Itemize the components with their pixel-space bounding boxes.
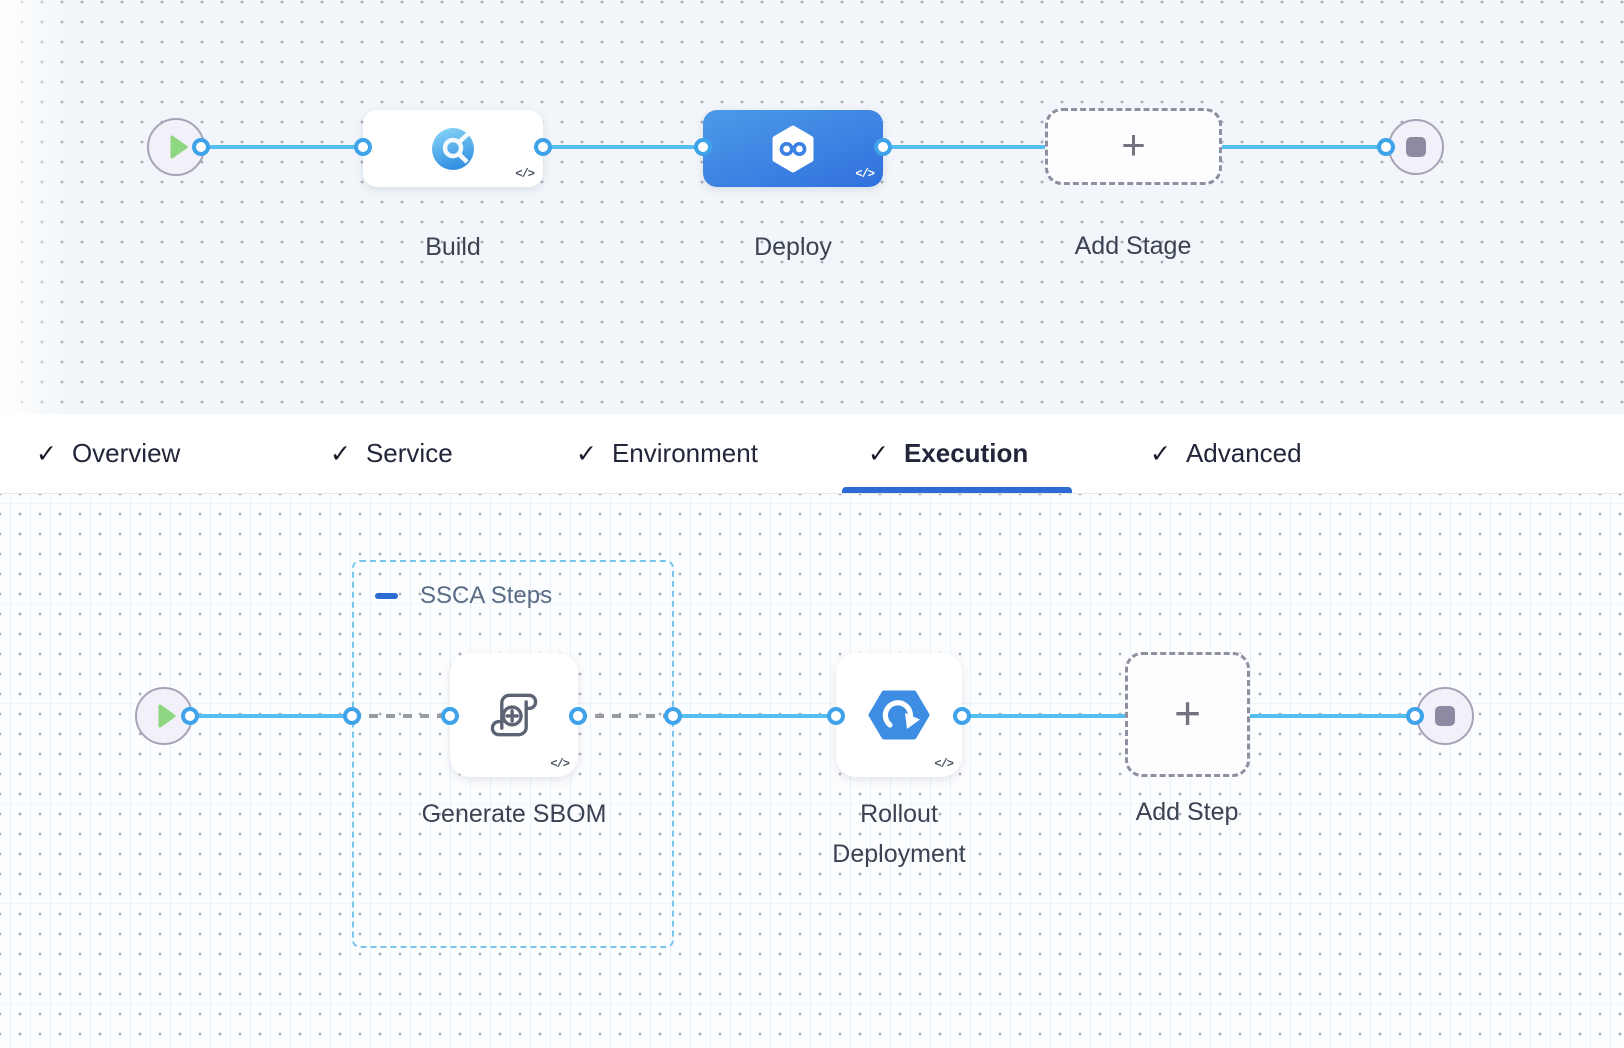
ci-build-stage-icon [432,127,474,170]
tab-overview[interactable]: ✓ Overview [36,438,181,468]
connector-line-dashed [352,714,450,718]
code-view-icon[interactable]: </> [934,757,954,771]
play-icon [158,704,175,728]
step-label-generate-sbom: Generate SBOM [421,800,607,828]
connector-port[interactable] [181,707,199,725]
pipeline-end-node[interactable] [1388,119,1444,175]
connector-line [543,145,703,149]
connector-port[interactable] [1406,707,1424,725]
connector-port[interactable] [827,707,845,725]
connector-port[interactable] [354,138,372,156]
step-card-generate-sbom[interactable]: </> [450,653,578,777]
add-stage-button[interactable]: + [1045,108,1222,185]
active-tab-underline [842,487,1072,493]
connector-port[interactable] [569,707,587,725]
plus-icon: + [1121,120,1146,168]
plus-icon: + [1174,686,1201,739]
tab-advanced[interactable]: ✓ Advanced [1150,438,1302,468]
connector-line [201,145,363,149]
pipeline-start-node[interactable] [147,118,205,176]
connector-port[interactable] [441,707,459,725]
tab-execution[interactable]: ✓ Execution [868,438,1029,468]
stage-label-build: Build [425,233,481,261]
stage-label-add-stage: Add Stage [1074,232,1192,260]
check-icon: ✓ [576,439,597,468]
connector-line [673,714,836,718]
connector-port[interactable] [664,707,682,725]
step-group-ssca[interactable] [352,560,674,948]
step-label-add-step: Add Step [1135,798,1239,826]
add-step-button[interactable]: + [1125,652,1250,777]
code-view-icon[interactable]: </> [550,757,570,771]
connector-port[interactable] [874,138,892,156]
execution-end-node[interactable] [1416,687,1474,745]
connector-port[interactable] [1377,138,1395,156]
step-label-rollout-deployment: Rollout Deployment [832,800,966,868]
stage-card-deploy[interactable]: </> [703,110,883,187]
stage-label-deploy: Deploy [754,233,832,261]
check-icon: ✓ [1150,439,1171,468]
connector-port[interactable] [694,138,712,156]
tab-service[interactable]: ✓ Service [330,438,453,468]
tab-environment[interactable]: ✓ Environment [576,438,758,468]
stage-card-build[interactable]: </> [363,110,543,187]
check-icon: ✓ [868,439,889,468]
connector-port[interactable] [953,707,971,725]
collapse-group-icon[interactable] [375,593,398,599]
stage-settings-tabs: ✓ Overview ✓ Service ✓ Environment ✓ Exe… [0,414,1624,494]
step-card-rollout-deployment[interactable]: </> [836,653,962,777]
stop-icon [1435,706,1455,726]
execution-canvas[interactable]: SSCA Steps </> [0,494,1624,1048]
connector-port[interactable] [534,138,552,156]
rollout-deployment-icon [868,690,930,740]
code-view-icon[interactable]: </> [855,167,875,181]
sbom-scroll-icon [490,693,538,737]
code-view-icon[interactable]: </> [515,167,535,181]
check-icon: ✓ [36,439,57,468]
play-icon [170,135,187,159]
stop-icon [1406,137,1426,157]
cd-deploy-stage-icon [772,125,814,172]
step-group-label: SSCA Steps [420,582,553,609]
connector-port[interactable] [192,138,210,156]
connector-line [190,714,352,718]
stage-canvas[interactable]: </> </> + Build Deploy Add Stage [0,0,1624,414]
connector-port[interactable] [343,707,361,725]
check-icon: ✓ [330,439,351,468]
connector-line-dashed [578,714,673,718]
